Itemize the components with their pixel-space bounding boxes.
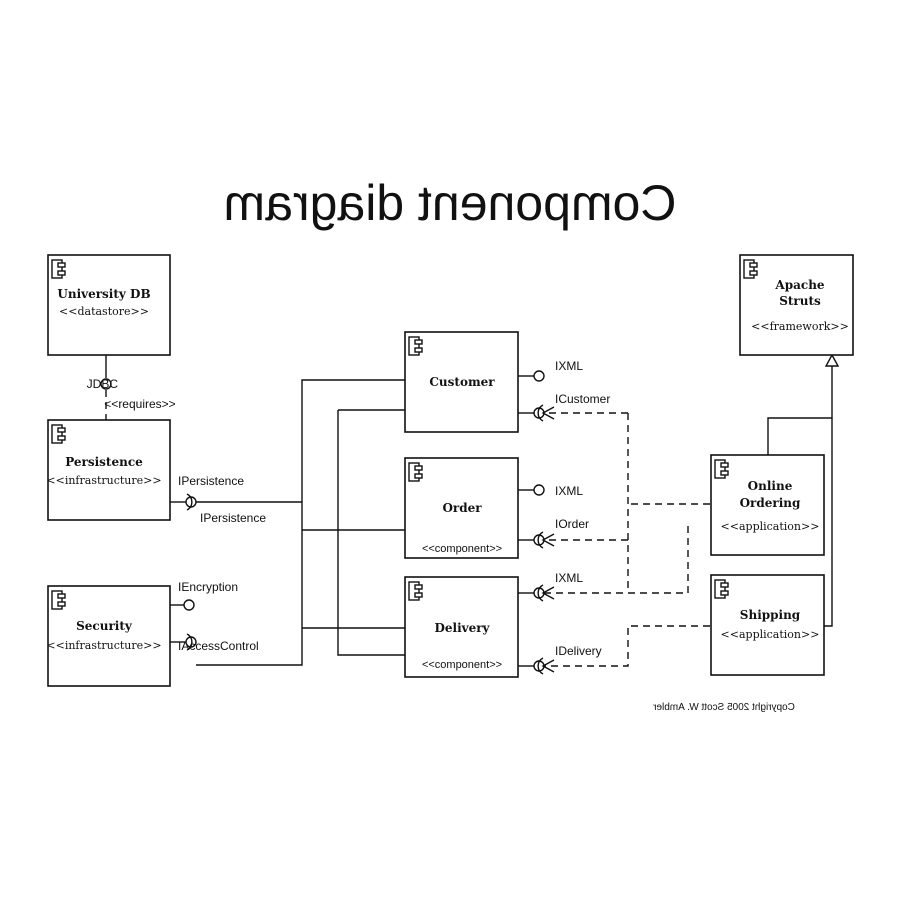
ipersistence-socket (186, 493, 193, 511)
component-shipping[interactable]: Shipping <<application>> (710, 574, 825, 676)
order-box (404, 457, 519, 559)
order-stereotype: <<component>> (422, 543, 502, 555)
online-ordering-name-line-2: Ordering (740, 496, 801, 510)
iaccesscontrol-socket (186, 633, 193, 651)
university-db-box (47, 254, 171, 356)
iorder-socket (537, 531, 544, 549)
persistence-name: Persistence (65, 455, 143, 469)
diagram-title: Component diagram (223, 175, 676, 231)
order-ixml-lollipop (533, 484, 545, 496)
customer-ixml-label: IXML (555, 359, 583, 373)
customer-ixml-lollipop (533, 370, 545, 382)
apache-struts-name-line-2: Struts (779, 294, 821, 308)
component-customer[interactable]: Customer (404, 331, 519, 433)
component-delivery[interactable]: Delivery <<component>> (404, 576, 519, 678)
iorder-arrowhead (541, 533, 555, 547)
component-apache-struts[interactable]: Apache Struts <<framework>> (739, 254, 854, 356)
shipping-name: Shipping (740, 608, 801, 622)
iorder-label: IOrder (555, 517, 589, 531)
delivery-ixml-dependency (543, 526, 689, 594)
iencryption-label: IEncryption (178, 580, 238, 594)
apache-struts-box (739, 254, 854, 356)
order-ixml-label: IXML (555, 484, 583, 498)
online-ordering-generalization (767, 355, 833, 455)
ipersistence-provided-label: IPersistence (178, 474, 244, 488)
online-ordering-name-line-1: Online (748, 479, 793, 493)
shipping-generalization (824, 418, 833, 627)
component-persistence[interactable]: Persistence <<infrastructure>> (46, 419, 171, 521)
customer-name: Customer (429, 375, 495, 389)
iencryption-lollipop (183, 599, 195, 611)
iaccesscontrol-bus (196, 379, 405, 666)
component-online-ordering[interactable]: Online Ordering <<application>> (710, 454, 825, 556)
apache-struts-name-line-1: Apache (774, 278, 825, 292)
generalization-arrowhead (824, 353, 840, 367)
delivery-stereotype: <<component>> (422, 659, 502, 671)
delivery-ixml-socket (537, 584, 544, 602)
online-ordering-box (710, 454, 825, 556)
persistence-stereotype: <<infrastructure>> (46, 474, 161, 487)
jdbc-lollipop (100, 378, 112, 390)
requires-label: <<requires>> (104, 397, 175, 411)
icustomer-socket (537, 404, 544, 422)
idelivery-dependency (543, 625, 710, 667)
university-db-stereotype: <<datastore>> (59, 305, 149, 318)
component-order[interactable]: Order <<component>> (404, 457, 519, 559)
component-security[interactable]: Security <<infrastructure>> (46, 585, 171, 687)
icustomer-arrowhead (541, 406, 555, 420)
icustomer-label: ICustomer (555, 392, 610, 406)
ipersistence-bus-branch (337, 410, 405, 656)
iaccesscontrol-label: IAccessControl (178, 639, 259, 653)
delivery-ixml-label: IXML (555, 571, 583, 585)
idelivery-label: IDelivery (555, 644, 602, 658)
shipping-box (710, 574, 825, 676)
security-name: Security (76, 619, 133, 633)
jdbc-label: JDBC (87, 377, 119, 391)
idelivery-arrowhead (541, 659, 555, 673)
apache-struts-stereotype: <<framework>> (751, 320, 849, 333)
persistence-box (47, 419, 171, 521)
delivery-box (404, 576, 519, 678)
delivery-ixml-arrowhead (541, 586, 555, 600)
delivery-name: Delivery (434, 621, 490, 635)
security-box (47, 585, 171, 687)
university-db-name: University DB (57, 287, 150, 301)
order-name: Order (442, 501, 482, 515)
customer-box (404, 331, 519, 433)
shipping-stereotype: <<application>> (721, 628, 820, 641)
ipersistence-required-label: IPersistence (200, 511, 266, 525)
copyright-notice: Copyright 2005 Scott W. Ambler (652, 702, 794, 713)
online-ordering-stereotype: <<application>> (721, 520, 820, 533)
component-university-db[interactable]: University DB <<datastore>> (47, 254, 171, 356)
security-stereotype: <<infrastructure>> (46, 639, 161, 652)
idelivery-socket (537, 657, 544, 675)
